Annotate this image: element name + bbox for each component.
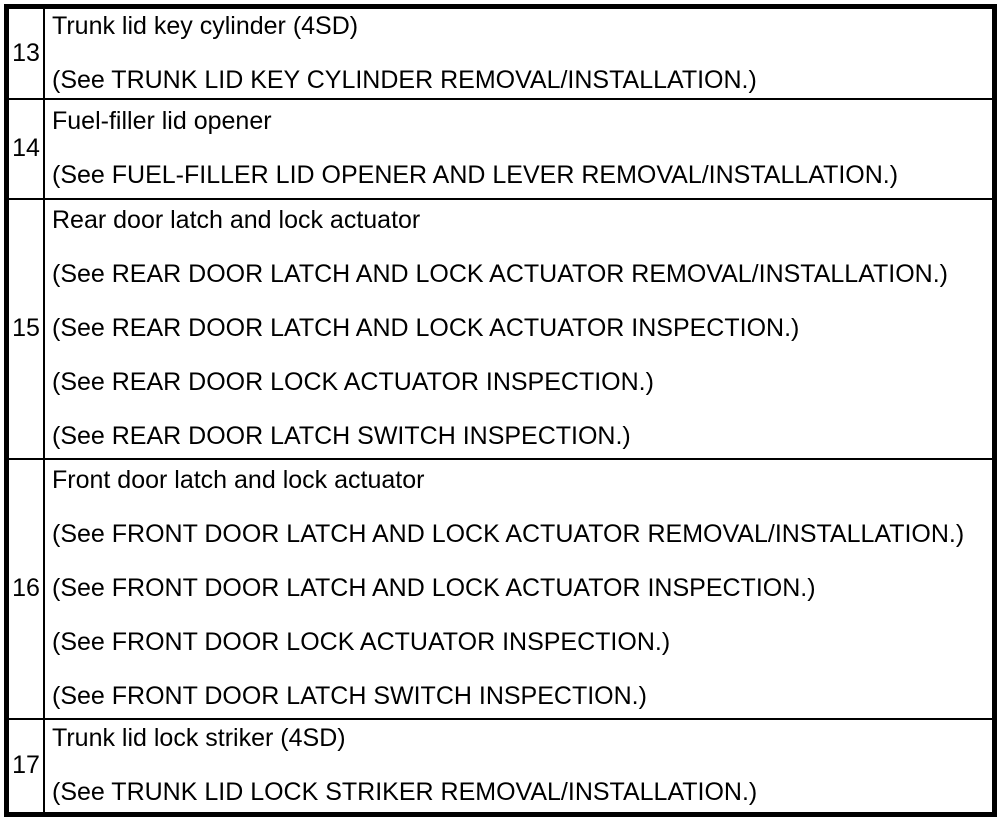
see-reference: (See FUEL-FILLER LID OPENER AND LEVER RE… <box>52 162 899 189</box>
table-row: 15 Rear door latch and lock actuator (See … <box>5 197 996 460</box>
see-reference: (See TRUNK LID KEY CYLINDER REMOVAL/INST… <box>52 66 757 94</box>
see-reference: (See FRONT DOOR LOCK ACTUATOR INSPECTION… <box>52 629 671 656</box>
row-number-cell: 17 <box>5 717 45 816</box>
row-number-cell: 16 <box>5 457 45 720</box>
see-reference: (See FRONT DOOR LATCH AND LOCK ACTUATOR … <box>52 521 965 548</box>
row-description-cell: Fuel-filler lid opener (See FUEL-FILLER L… <box>43 97 996 200</box>
part-name: Trunk lid key cylinder (4SD) <box>52 12 359 40</box>
part-name: Rear door latch and lock actuator <box>52 207 421 234</box>
row-description-cell: Rear door latch and lock actuator (See RE… <box>43 197 996 460</box>
see-reference: (See REAR DOOR LATCH AND LOCK ACTUATOR I… <box>52 315 800 342</box>
part-name: Trunk lid lock striker (4SD) <box>52 725 346 753</box>
row-number-cell: 15 <box>5 197 45 460</box>
see-reference: (See REAR DOOR LATCH SWITCH INSPECTION.) <box>52 423 631 450</box>
table-row: 16 Front door latch and lock actuator (See… <box>5 457 996 720</box>
see-reference: (See FRONT DOOR LATCH AND LOCK ACTUATOR … <box>52 575 816 602</box>
table-row: 14 Fuel-filler lid opener (See FUEL-FILLER… <box>5 97 996 200</box>
part-name: Front door latch and lock actuator <box>52 467 425 494</box>
row-description-cell: Trunk lid lock striker (4SD) (See TRUNK L… <box>43 717 996 816</box>
see-reference: (See REAR DOOR LATCH AND LOCK ACTUATOR R… <box>52 261 949 288</box>
row-number-cell: 14 <box>5 97 45 200</box>
row-number-cell: 13 <box>5 5 45 100</box>
row-description-cell: Front door latch and lock actuator (See F… <box>43 457 996 720</box>
see-reference: (See REAR DOOR LOCK ACTUATOR INSPECTION.… <box>52 369 654 396</box>
see-reference: (See FRONT DOOR LATCH SWITCH INSPECTION.… <box>52 683 647 710</box>
part-name: Fuel-filler lid opener <box>52 108 272 135</box>
see-reference: (See TRUNK LID LOCK STRIKER REMOVAL/INST… <box>52 779 758 807</box>
row-description-cell: Trunk lid key cylinder (4SD) (See TRUNK L… <box>43 5 996 100</box>
